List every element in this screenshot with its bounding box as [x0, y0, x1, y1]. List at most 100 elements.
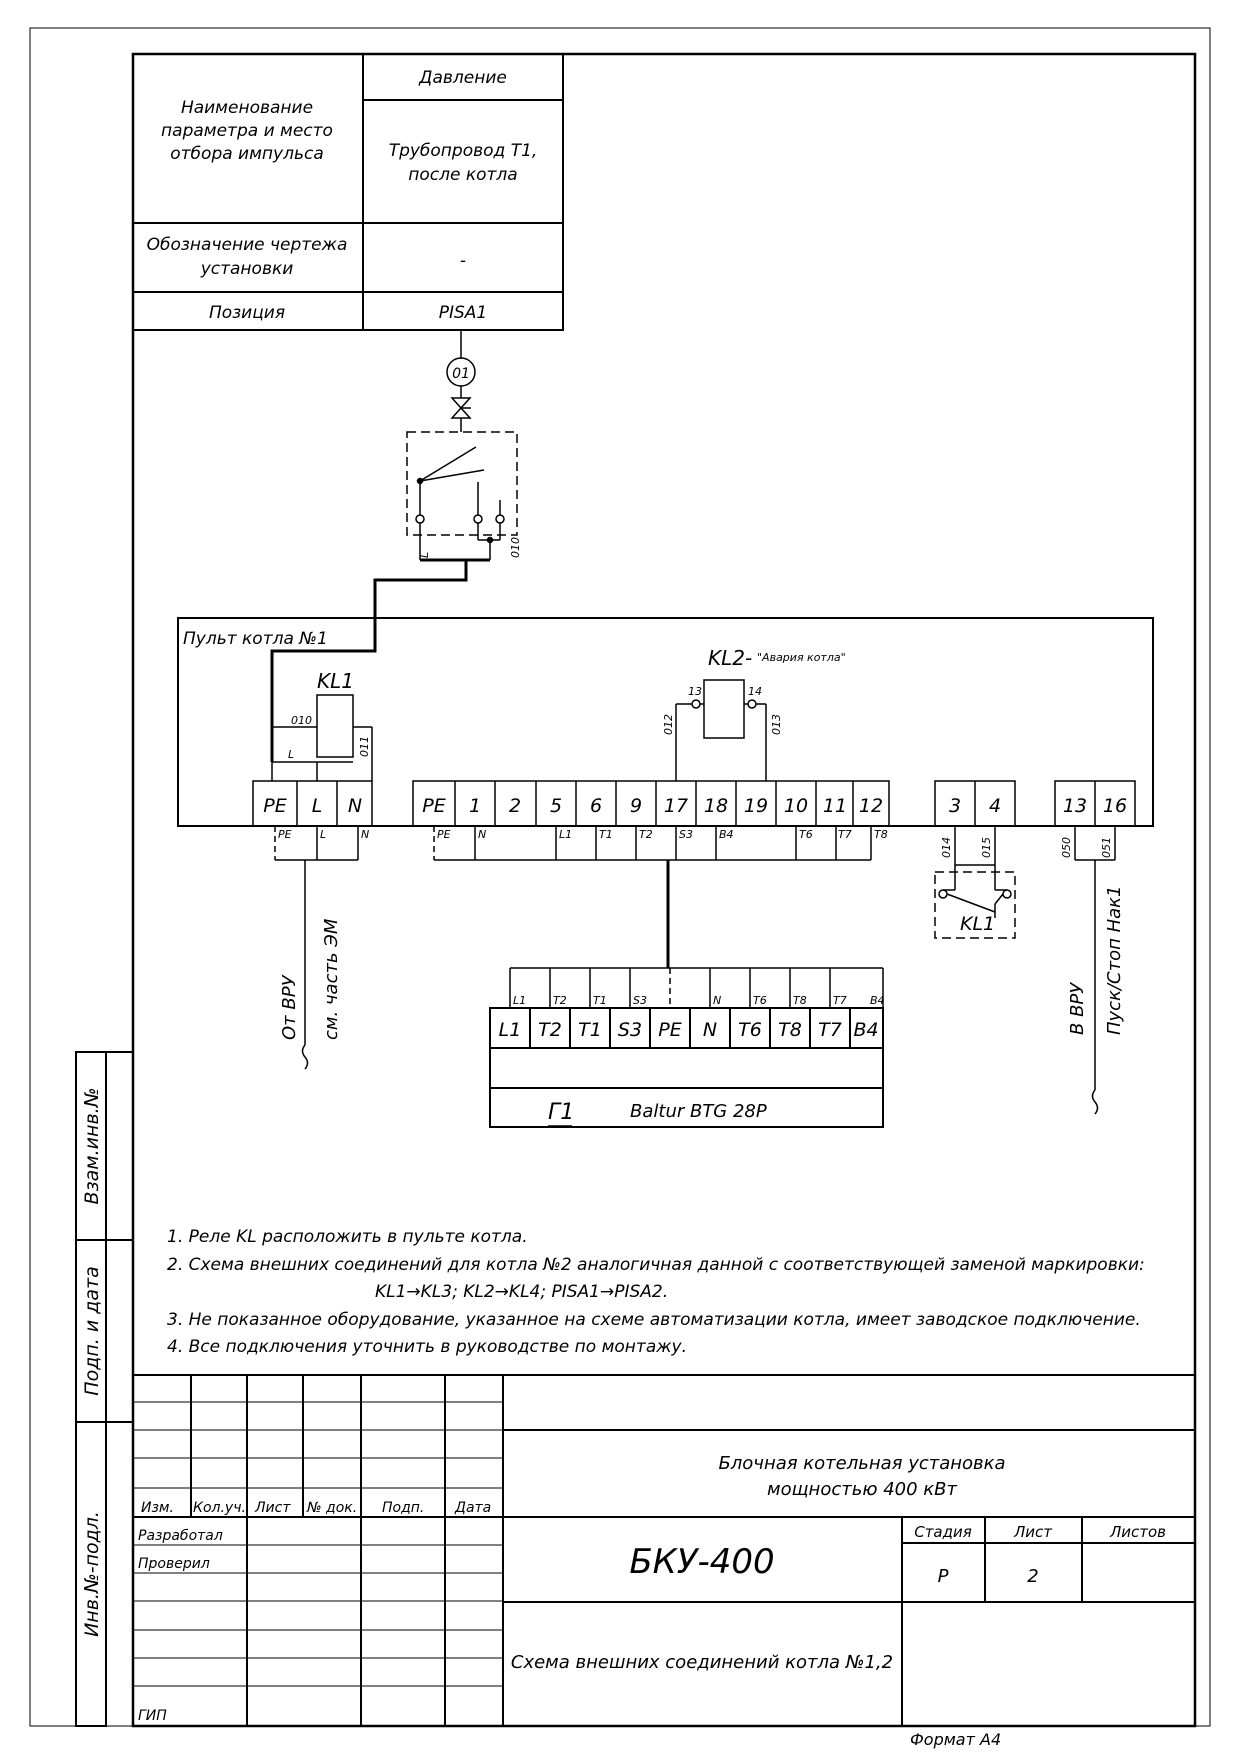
drawing-frame — [131, 52, 1197, 1728]
tb-stage-label: Стадия — [914, 1523, 972, 1541]
external-wiring — [274, 826, 1116, 1115]
terminal-b-10: 10 — [784, 795, 808, 817]
to-vru-label: В ВРУ — [1067, 982, 1088, 1035]
burner-model: Baltur BTG 28P — [630, 1101, 767, 1122]
power-see-label: см. часть ЭМ — [321, 918, 342, 1040]
sensor-cable — [270, 558, 468, 762]
kl1-contact-label: KL1 — [960, 913, 995, 935]
burner-term-n: N — [703, 1019, 717, 1041]
tb-format: Формат А4 — [910, 1730, 1001, 1749]
pressure-switch-symbol — [406, 330, 518, 560]
wire-mark-pe: PE — [278, 828, 292, 841]
param-name-line3: отбора импульса — [170, 144, 324, 164]
burner-term-t8: T8 — [778, 1019, 802, 1041]
param-name-line1: Наименование — [181, 98, 313, 118]
kl2-relay — [675, 679, 767, 781]
drawing-label-line2: установки — [200, 259, 294, 279]
kl1-wire-011: 011 — [358, 736, 371, 757]
power-from-label: От ВРУ — [279, 974, 300, 1040]
side-podp: Подп. и дата — [81, 1266, 103, 1395]
burner-wire-b4: B4 — [870, 994, 885, 1007]
burner-term-l1: L1 — [499, 1019, 522, 1041]
tb-header-kol: Кол.уч. — [193, 1500, 246, 1516]
wire-mark-014: 014 — [940, 837, 953, 858]
wire-mark-015: 015 — [980, 837, 993, 858]
burner-term-t1: T1 — [578, 1019, 602, 1041]
terminal-strips — [252, 780, 1136, 827]
side-inv: Инв.№-подл. — [81, 1511, 103, 1637]
kl2-wire-012: 012 — [662, 714, 675, 735]
tb-sheets-label: Листов — [1109, 1523, 1166, 1541]
parameter-table — [132, 53, 564, 331]
wire-mark-b-t6: T6 — [799, 828, 813, 841]
kl2-wire-013: 013 — [770, 714, 783, 735]
param-location-line1: Трубопровод Т1, — [389, 141, 538, 161]
start-stop-label: Пуск/Стоп Нак1 — [1104, 886, 1125, 1035]
burner-term-t6: T6 — [738, 1019, 762, 1041]
kl1-wire-l: L — [288, 748, 294, 761]
kl2-pin-14: 14 — [748, 685, 762, 698]
side-vzam: Взам.инв.№ — [81, 1088, 103, 1205]
wire-mark-051: 051 — [1100, 837, 1113, 858]
terminal-b-11: 11 — [823, 795, 847, 817]
terminal-b-9: 9 — [630, 795, 642, 817]
burner-wire-t2: T2 — [553, 994, 567, 1007]
terminal-b-6: 6 — [590, 795, 602, 817]
burner-block — [489, 1007, 884, 1128]
sensor-tag: 01 — [452, 366, 470, 382]
note-2-mapping: KL1→KL3; KL2→KL4; PISA1→PISA2. — [375, 1282, 668, 1302]
terminal-b-1: 1 — [469, 795, 481, 817]
wire-mark-b-t2: T2 — [639, 828, 653, 841]
terminal-a-pe: PE — [263, 795, 286, 817]
tb-header-podp: Подп. — [382, 1500, 424, 1516]
burner-wire-t8: T8 — [793, 994, 807, 1007]
tb-sheet: 2 — [1027, 1566, 1038, 1587]
terminal-b-19: 19 — [744, 795, 768, 817]
tb-project-line1: Блочная котельная установка — [718, 1453, 1005, 1474]
kl2-desc: "Авария котла" — [757, 651, 846, 664]
tb-sheet-label: Лист — [1013, 1523, 1053, 1541]
side-strip — [75, 1051, 133, 1727]
kl1-relay — [271, 694, 373, 781]
terminal-b-12: 12 — [859, 795, 883, 817]
burner-wire-n: N — [713, 994, 721, 1007]
param-name-line2: параметра и место — [161, 121, 333, 141]
wire-mark-l: L — [320, 828, 326, 841]
tb-project-line2: мощностью 400 кВт — [767, 1479, 957, 1500]
burner-term-b4: B4 — [853, 1019, 878, 1041]
terminal-d-13: 13 — [1063, 795, 1087, 817]
terminal-b-pe: PE — [422, 795, 445, 817]
terminal-b-18: 18 — [704, 795, 728, 817]
burner-wire-s3: S3 — [633, 994, 647, 1007]
param-pressure: Давление — [418, 68, 507, 88]
note-1: 1. Реле KL расположить в пульте котла. — [167, 1227, 528, 1247]
note-3: 3. Не показанное оборудование, указанное… — [167, 1310, 1141, 1330]
wire-mark-050: 050 — [1060, 837, 1073, 858]
burner-wire-t7: T7 — [833, 994, 847, 1007]
tb-proveril: Проверил — [138, 1556, 210, 1572]
kl2-pin-13: 13 — [688, 685, 702, 698]
terminal-c-4: 4 — [989, 795, 1001, 817]
wire-mark-b-t1: T1 — [599, 828, 613, 841]
terminal-a-n: N — [348, 795, 362, 817]
burner-wire-l1: L1 — [513, 994, 526, 1007]
burner-term-t7: T7 — [818, 1019, 842, 1041]
drawing-value: - — [460, 251, 466, 271]
kl2-label: KL2- — [708, 646, 752, 670]
burner-term-t2: T2 — [538, 1019, 562, 1041]
wire-mark-b-t8: T8 — [874, 828, 888, 841]
kl1-label: KL1 — [317, 669, 354, 693]
burner-wire-t1: T1 — [593, 994, 607, 1007]
tb-code: БКУ-400 — [629, 1542, 774, 1582]
burner-tag: Г1 — [548, 1100, 574, 1125]
param-location-line2: после котла — [408, 165, 517, 185]
tb-stage: Р — [938, 1566, 949, 1587]
position-label: Позиция — [209, 303, 285, 323]
terminal-c-3: 3 — [949, 795, 961, 817]
terminal-b-17: 17 — [664, 795, 688, 817]
terminal-b-2: 2 — [509, 795, 521, 817]
burner-term-pe: PE — [658, 1019, 681, 1041]
sensor-term-l: L — [418, 552, 431, 558]
terminal-b-5: 5 — [550, 795, 562, 817]
